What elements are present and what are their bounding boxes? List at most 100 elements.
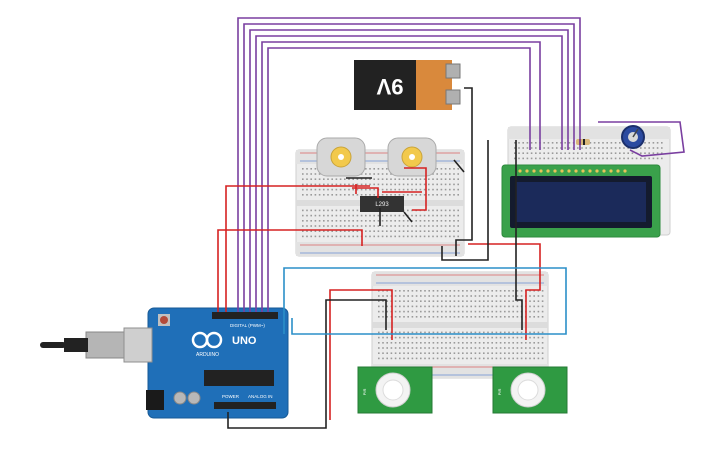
breadboard-hole bbox=[390, 173, 392, 175]
breadboard-hole bbox=[318, 173, 321, 175]
breadboard-hole bbox=[470, 331, 472, 334]
breadboard-hole bbox=[661, 157, 663, 160]
breadboard-hole bbox=[516, 336, 519, 339]
breadboard-hole bbox=[373, 173, 375, 175]
breadboard-hole bbox=[525, 347, 527, 349]
breadboard-hole bbox=[508, 310, 510, 313]
breadboard-hole bbox=[369, 235, 371, 238]
breadboard-hole bbox=[302, 173, 304, 175]
breadboard-hole bbox=[390, 194, 392, 196]
breadboard-hole bbox=[382, 316, 384, 318]
breadboard-hole bbox=[352, 220, 354, 222]
breadboard-hole bbox=[529, 316, 531, 318]
breadboard-hole bbox=[428, 290, 430, 292]
breadboard-hole bbox=[335, 235, 338, 238]
breadboard-hole bbox=[424, 331, 426, 334]
breadboard-hole bbox=[499, 342, 502, 344]
breadboard-hole bbox=[378, 331, 380, 334]
breadboard-hole bbox=[398, 214, 401, 217]
breadboard-hole bbox=[445, 336, 447, 339]
breadboard-hole bbox=[339, 225, 342, 227]
breadboard-hole bbox=[526, 147, 529, 149]
breadboard-hole bbox=[423, 235, 426, 238]
breadboard-hole bbox=[407, 331, 409, 334]
breadboard-hole bbox=[606, 152, 608, 154]
breadboard-hole bbox=[537, 331, 540, 334]
breadboard-hole bbox=[399, 295, 401, 297]
breadboard-hole bbox=[495, 342, 498, 344]
breadboard-hole bbox=[516, 295, 519, 297]
breadboard-hole bbox=[424, 342, 426, 344]
breadboard-hole bbox=[547, 152, 550, 154]
breadboard-hole bbox=[403, 290, 405, 292]
breadboard-hole bbox=[423, 214, 426, 217]
breadboard-hole bbox=[318, 188, 321, 191]
breadboard-hole bbox=[652, 147, 655, 149]
breadboard-hole bbox=[533, 316, 535, 318]
breadboard-hole bbox=[432, 173, 434, 175]
breadboard-hole bbox=[526, 142, 529, 144]
breadboard-hole bbox=[352, 235, 354, 238]
breadboard-hole bbox=[360, 183, 363, 186]
breadboard-hole bbox=[516, 347, 519, 349]
breadboard-hole bbox=[462, 300, 464, 302]
breadboard-hole bbox=[547, 147, 550, 149]
breadboard-hole bbox=[491, 357, 493, 360]
breadboard-hole bbox=[373, 194, 375, 196]
breadboard-hole bbox=[449, 342, 451, 344]
breadboard-hole bbox=[423, 225, 426, 227]
breadboard-hole bbox=[440, 230, 443, 232]
breadboard-hole bbox=[644, 152, 646, 154]
breadboard-hole bbox=[466, 300, 468, 302]
breadboard-hole bbox=[445, 347, 447, 349]
breadboard-hole bbox=[470, 295, 472, 297]
breadboard-hole bbox=[445, 300, 447, 302]
arduino-model-label: UNO bbox=[232, 335, 257, 347]
breadboard-hole bbox=[407, 357, 409, 360]
breadboard-hole bbox=[390, 214, 392, 217]
breadboard-hole bbox=[386, 173, 388, 175]
breadboard-hole bbox=[403, 347, 405, 349]
breadboard-hole bbox=[335, 214, 338, 217]
breadboard-hole bbox=[478, 316, 481, 318]
breadboard-hole bbox=[598, 147, 600, 149]
breadboard-hole bbox=[302, 194, 304, 196]
breadboard-hole bbox=[491, 347, 493, 349]
breadboard-hole bbox=[661, 142, 663, 144]
breadboard-hole bbox=[407, 225, 409, 227]
breadboard-hole bbox=[466, 295, 468, 297]
breadboard-hole bbox=[449, 331, 451, 334]
breadboard-hole bbox=[394, 342, 397, 344]
breadboard-hole bbox=[352, 225, 354, 227]
breadboard-hole bbox=[386, 230, 388, 232]
breadboard-hole bbox=[323, 209, 325, 212]
breadboard-hole bbox=[428, 336, 430, 339]
breadboard-hole bbox=[369, 173, 371, 175]
breadboard-hole bbox=[535, 157, 537, 160]
breadboard-hole bbox=[381, 235, 384, 238]
breadboard-hole bbox=[436, 336, 439, 339]
arduino-brand-label: ARDUINO bbox=[196, 352, 219, 358]
breadboard-hole bbox=[520, 336, 523, 339]
breadboard-hole bbox=[432, 235, 434, 238]
breadboard-hole bbox=[399, 336, 401, 339]
breadboard-hole bbox=[344, 225, 346, 227]
breadboard-hole bbox=[420, 310, 422, 313]
breadboard-hole bbox=[474, 347, 477, 349]
breadboard-hole bbox=[581, 147, 583, 149]
breadboard-hole bbox=[411, 290, 414, 292]
lcd-pin bbox=[616, 169, 620, 173]
breadboard-hole bbox=[445, 342, 447, 344]
breadboard-hole bbox=[516, 342, 519, 344]
breadboard-hole bbox=[335, 183, 338, 186]
breadboard-hole bbox=[339, 194, 342, 196]
breadboard-hole bbox=[436, 331, 439, 334]
breadboard-hole bbox=[394, 183, 396, 186]
breadboard-hole bbox=[487, 342, 489, 344]
breadboard-hole bbox=[504, 295, 506, 297]
breadboard-hole bbox=[415, 183, 417, 186]
breadboard-hole bbox=[529, 357, 531, 360]
breadboard-hole bbox=[402, 235, 405, 238]
breadboard-hole bbox=[449, 220, 451, 222]
breadboard-hole bbox=[453, 342, 456, 344]
